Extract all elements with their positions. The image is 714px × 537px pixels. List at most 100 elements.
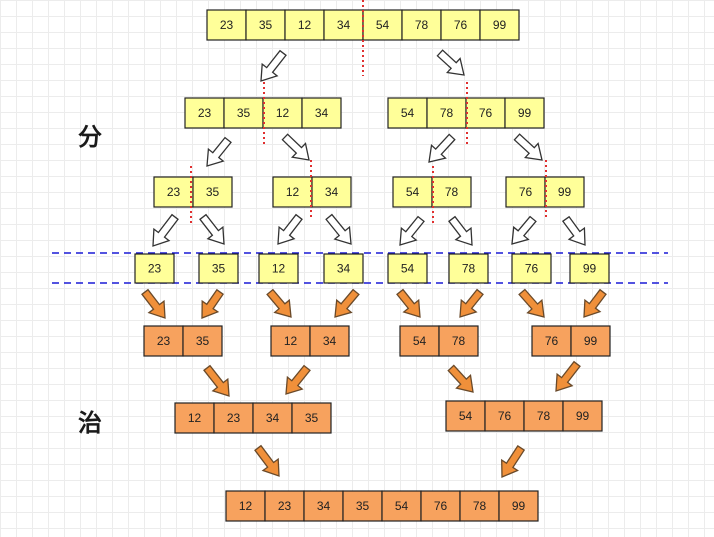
arrows	[141, 49, 607, 478]
split-arrow	[513, 133, 543, 161]
array-cell-value: 99	[512, 499, 526, 513]
split-arrow	[561, 215, 586, 246]
array-cell	[426, 97, 467, 129]
split-arrow	[199, 213, 225, 245]
array-cell	[431, 176, 472, 208]
array-cell	[284, 9, 325, 41]
array-cell	[270, 325, 311, 357]
array-cell-value: 99	[584, 334, 598, 348]
array-cell-value: 78	[462, 262, 476, 276]
array-cell-value: 76	[454, 18, 468, 32]
array-cell-value: 99	[518, 106, 532, 120]
array-cell-value: 35	[305, 411, 319, 425]
array-cell-value: 35	[259, 18, 273, 32]
array-cell-value: 23	[198, 106, 212, 120]
array-cell-value: 76	[498, 409, 512, 423]
array-cell-value: 12	[272, 262, 286, 276]
array-cell-value: 76	[479, 106, 493, 120]
array-cell	[570, 325, 611, 357]
array-cell-value: 34	[337, 262, 351, 276]
divide-level-1-array-0: 23 35 12 34	[184, 97, 342, 129]
merge-arrow	[501, 444, 526, 478]
array-cell-value: 78	[452, 334, 466, 348]
divide-level-2-array-1: 12 34	[272, 176, 352, 208]
array-cell-value: 34	[325, 185, 339, 199]
array-cell	[392, 176, 433, 208]
split-arrow	[436, 49, 465, 76]
array-cell	[342, 490, 383, 522]
array-cell-value: 35	[206, 185, 220, 199]
array-cell-value: 12	[276, 106, 290, 120]
array-cell	[401, 9, 442, 41]
array-cell-value: 54	[406, 185, 420, 199]
array-cell	[258, 253, 299, 284]
split-arrow	[511, 215, 537, 245]
merge-arrow	[141, 288, 166, 319]
array-cell	[420, 490, 461, 522]
array-cell-value: 35	[237, 106, 251, 120]
array-cell	[484, 400, 525, 432]
merge-arrow	[254, 444, 280, 477]
split-arrow	[281, 133, 310, 161]
array-cell	[153, 176, 194, 208]
array-cell	[479, 9, 520, 41]
split-arrow	[152, 213, 179, 247]
split-arrow	[277, 213, 303, 245]
array-cell	[498, 490, 539, 522]
array-cell-value: 23	[148, 262, 162, 276]
split-arrow	[448, 215, 473, 246]
array-cell-value: 23	[227, 411, 241, 425]
array-cell	[262, 97, 303, 129]
merge-arrow	[334, 288, 360, 318]
array-cell-value: 34	[323, 334, 337, 348]
array-cell-value: 35	[196, 334, 210, 348]
array-cell-value: 54	[401, 106, 415, 120]
array-cell	[399, 325, 440, 357]
array-cell-value: 76	[519, 185, 533, 199]
array-cell-value: 54	[395, 499, 409, 513]
array-cell	[198, 253, 239, 284]
array-cell	[505, 176, 546, 208]
merge-arrow	[285, 364, 311, 395]
split-arrow	[260, 49, 287, 82]
array-cell	[531, 325, 572, 357]
array-cell	[301, 97, 342, 129]
array-cell	[291, 402, 332, 434]
array-cell	[252, 402, 293, 434]
split-arrow	[399, 215, 425, 246]
array-cell-value: 12	[188, 411, 202, 425]
array-cell	[192, 176, 233, 208]
divide-label: 分	[78, 123, 102, 151]
array-cell	[223, 97, 264, 129]
array-cell	[174, 402, 215, 434]
array-cell-value: 34	[315, 106, 329, 120]
array-cell-value: 23	[167, 185, 181, 199]
split-arrow	[325, 213, 352, 245]
array-cell-value: 54	[401, 262, 415, 276]
merge-arrow	[266, 288, 292, 318]
divide-level-3-array-7: 99	[569, 253, 610, 284]
array-cell-value: 99	[576, 409, 590, 423]
array-cell	[448, 253, 489, 284]
array-cell	[245, 9, 286, 41]
divide-level-3-array-1: 35	[198, 253, 239, 284]
array-cell-value: 54	[459, 409, 473, 423]
merge-level-1-array-1: 54 76 78 99	[445, 400, 603, 432]
divide-level-3-array-3: 34	[323, 253, 364, 284]
merge-arrow	[518, 288, 545, 318]
array-cell	[213, 402, 254, 434]
array-cell-value: 78	[537, 409, 551, 423]
array-cell-value: 34	[317, 499, 331, 513]
array-cell-value: 12	[286, 185, 300, 199]
array-cell	[504, 97, 545, 129]
array-cell-value: 34	[337, 18, 351, 32]
merge-arrow	[447, 364, 474, 393]
divide-level-3-array-4: 54	[387, 253, 428, 284]
merge-arrow	[555, 360, 581, 392]
